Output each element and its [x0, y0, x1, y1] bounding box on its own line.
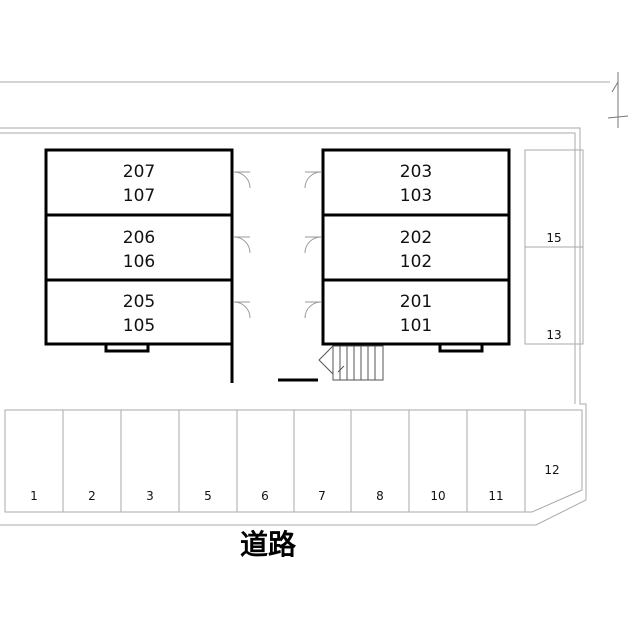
unit-203: 203: [400, 162, 432, 182]
parking-slot-12: 12: [544, 463, 559, 477]
parking-slot-11: 11: [488, 489, 503, 503]
unit-labels: 207 107 206 106 205 105 203 103 202 102 …: [123, 162, 432, 336]
unit-207: 207: [123, 162, 155, 182]
unit-201: 201: [400, 292, 432, 312]
parking-slot-13: 13: [546, 328, 561, 342]
north-arrow-icon: [607, 72, 629, 128]
stairs-icon: [318, 345, 384, 381]
parking-slot-3: 3: [146, 489, 154, 503]
unit-205: 205: [123, 292, 155, 312]
parking-slot-1: 1: [30, 489, 38, 503]
unit-103: 103: [400, 186, 432, 206]
unit-202: 202: [400, 228, 432, 248]
road-label: 道路: [240, 528, 297, 561]
unit-105: 105: [123, 316, 155, 336]
unit-101: 101: [400, 316, 432, 336]
bottom-parking: [4, 409, 583, 513]
parking-slot-6: 6: [261, 489, 269, 503]
left-building: [44, 148, 234, 383]
parking-labels: 1 2 3 5 6 7 8 10 11 12: [30, 463, 559, 503]
unit-206: 206: [123, 228, 155, 248]
parking-slot-5: 5: [204, 489, 212, 503]
unit-107: 107: [123, 186, 155, 206]
parking-slot-8: 8: [376, 489, 384, 503]
parking-slot-15: 15: [546, 231, 561, 245]
door-icons: [233, 171, 322, 319]
property-boundary: [0, 81, 610, 526]
unit-102: 102: [400, 252, 432, 272]
parking-slot-7: 7: [318, 489, 326, 503]
unit-106: 106: [123, 252, 155, 272]
side-parking: [524, 149, 584, 345]
parking-slot-10: 10: [430, 489, 445, 503]
parking-slot-2: 2: [88, 489, 96, 503]
right-building: [278, 148, 511, 382]
